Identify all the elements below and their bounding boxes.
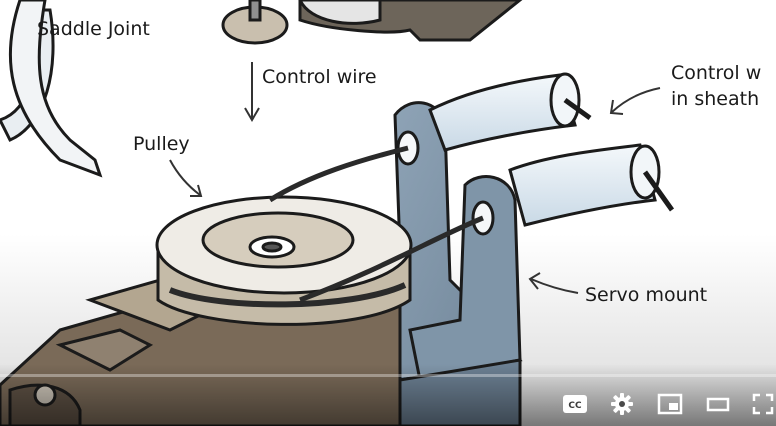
settings-button[interactable] <box>607 389 637 419</box>
control-wire-sheath-label-line1: Control w <box>671 62 762 84</box>
wire-sheath-drawing <box>428 72 675 227</box>
control-wire-sheath-label-line2: in sheath <box>671 88 760 110</box>
servo-mount-arrow <box>528 272 579 294</box>
miniplayer-icon <box>657 393 683 415</box>
settings-gear-icon <box>611 393 633 415</box>
servo-mount-drawing <box>393 101 523 426</box>
pulley-arrow <box>169 159 203 197</box>
saddle-joint-label: Saddle Joint <box>37 18 150 40</box>
pulley-drawing <box>155 195 413 326</box>
player-control-bar: CC <box>0 364 776 426</box>
progress-bar[interactable] <box>0 374 776 377</box>
saddle-joint-drawing <box>0 0 523 178</box>
sheath-arrow <box>609 87 661 115</box>
fullscreen-icon <box>752 393 774 415</box>
theater-mode-button[interactable] <box>703 389 733 419</box>
closed-captions-button[interactable]: CC <box>560 389 590 419</box>
pulley-label: Pulley <box>133 133 190 155</box>
control-wire-arrow <box>244 62 260 122</box>
closed-captions-icon: CC <box>563 395 587 413</box>
control-wire-drawing <box>268 145 484 303</box>
control-wire-label: Control wire <box>262 66 377 88</box>
svg-text:CC: CC <box>568 401 582 411</box>
theater-mode-icon <box>706 397 730 412</box>
fullscreen-button[interactable] <box>748 389 776 419</box>
miniplayer-button[interactable] <box>655 389 685 419</box>
servo-mount-label: Servo mount <box>585 284 708 306</box>
